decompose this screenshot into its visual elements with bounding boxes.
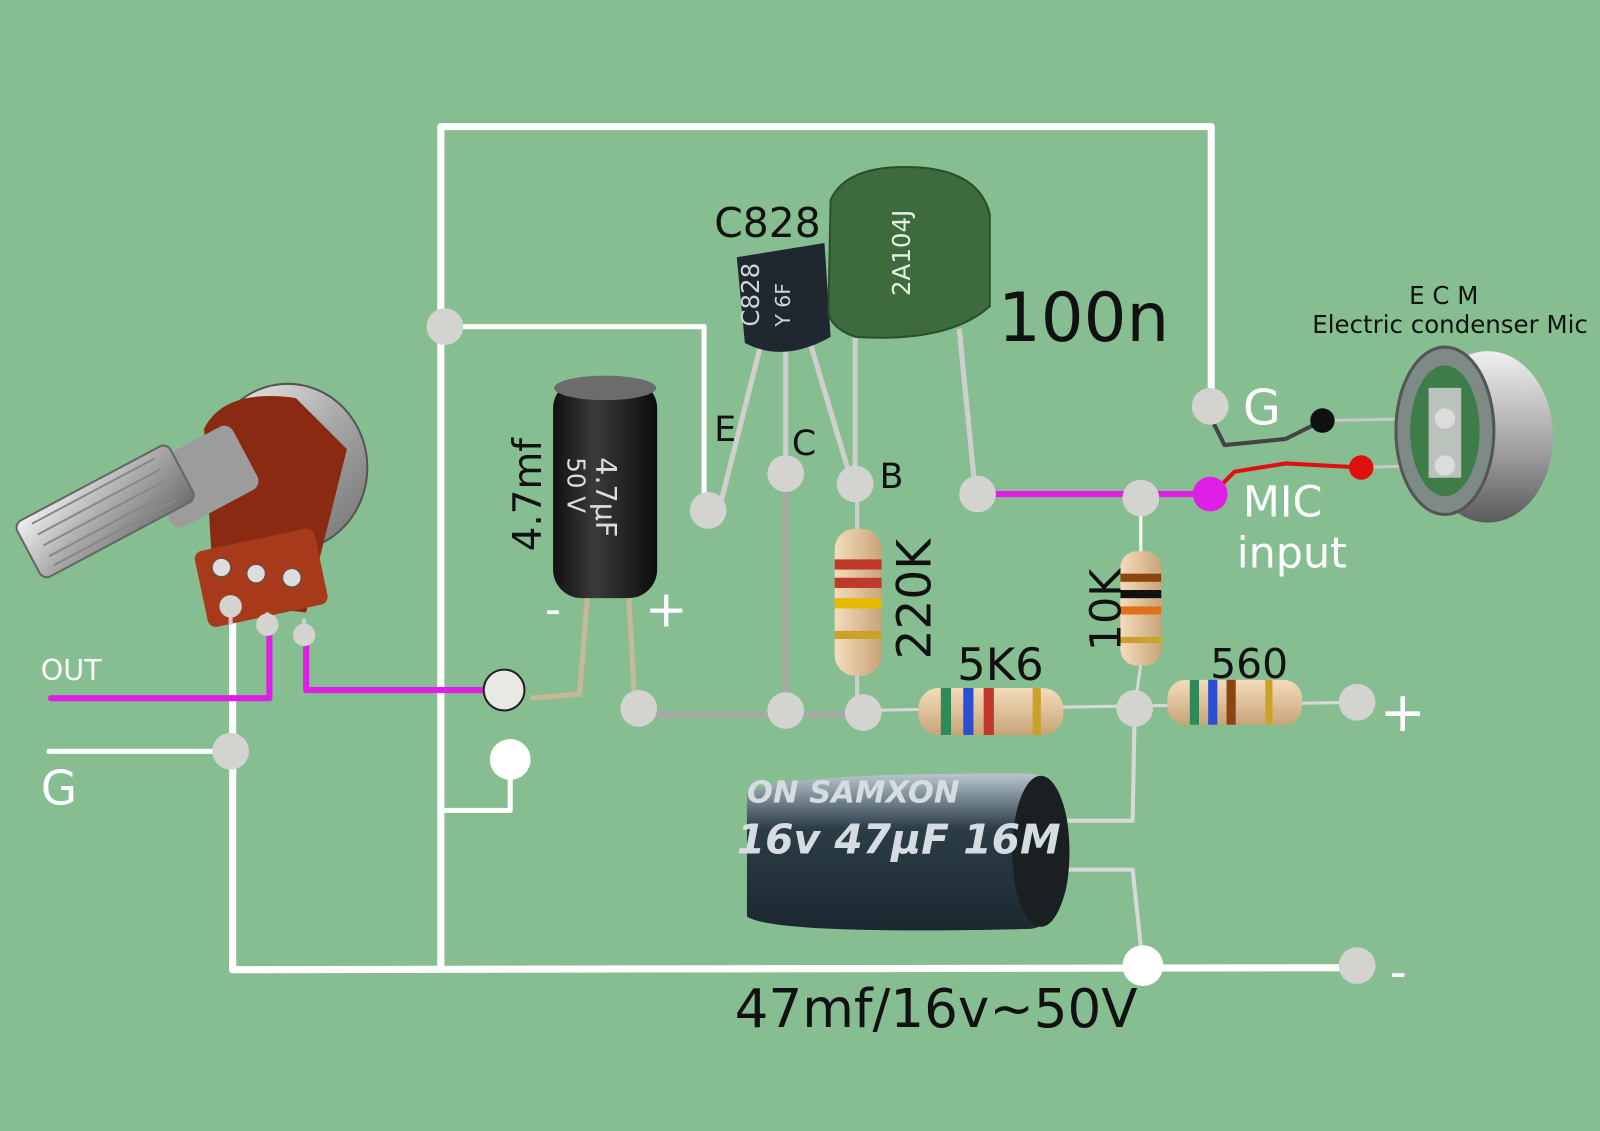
wire-emitter bbox=[442, 324, 707, 511]
junction-collector-low bbox=[767, 692, 805, 729]
film-cap-code: 2A104J bbox=[887, 210, 916, 296]
resistor-10k bbox=[1120, 551, 1162, 666]
label-small-cap-plus: + bbox=[645, 581, 688, 640]
junction-ground-stub bbox=[489, 739, 531, 780]
label-r5k6: 5K6 bbox=[957, 638, 1044, 691]
resistor-220k bbox=[834, 496, 882, 711]
label-r220k: 220K bbox=[888, 538, 943, 660]
label-transistor: C828 bbox=[714, 199, 820, 247]
label-ecm-desc: Electric condenser Mic bbox=[1312, 310, 1588, 339]
wire-mic-ground bbox=[1208, 414, 1325, 448]
big-cap-body-text-2: 16v 47µF 16M bbox=[737, 815, 1061, 863]
junction-emitter-top bbox=[426, 308, 464, 346]
label-mic-input-2: input bbox=[1237, 529, 1347, 579]
label-pin-e: E bbox=[714, 410, 736, 450]
wire-out-signal bbox=[47, 623, 273, 702]
junction-mic-neg-dot bbox=[1310, 408, 1335, 433]
junction-pot-ground bbox=[212, 732, 249, 770]
junction-base bbox=[836, 465, 874, 503]
potentiometer bbox=[15, 382, 369, 635]
label-mic-input-1: MIC bbox=[1243, 477, 1323, 527]
junction-mic-input bbox=[1192, 476, 1228, 512]
junction-cap-out bbox=[482, 668, 526, 712]
label-pin-b: B bbox=[880, 457, 904, 497]
label-ground-left: G bbox=[41, 761, 77, 816]
label-mic-g: G bbox=[1243, 380, 1281, 437]
resistor-560 bbox=[1167, 679, 1303, 725]
label-supply-minus: - bbox=[1390, 945, 1407, 1000]
junctions bbox=[212, 308, 1376, 987]
label-r560: 560 bbox=[1210, 640, 1288, 688]
wire-ground-rail bbox=[229, 964, 1361, 974]
junction-film-cap bbox=[959, 475, 996, 513]
label-ecm-title: E C M bbox=[1409, 281, 1478, 310]
junction-pot-pin-3 bbox=[292, 623, 316, 647]
label-pin-c: C bbox=[792, 424, 816, 464]
capacitor-47uf: ON SAMXON 16v 47µF 16M bbox=[737, 773, 1070, 931]
ecm-microphone bbox=[1394, 345, 1554, 523]
transistor-body-text-1: C828 bbox=[736, 263, 765, 327]
labels: C828 100n E C B 4.7mf - + 220K 5K6 10K 5… bbox=[41, 199, 1588, 1040]
junction-emitter bbox=[689, 492, 727, 529]
small-cap-body-text-1: 4.7µF bbox=[589, 457, 623, 537]
capacitor-4-7uf: 4.7µF 50 V bbox=[530, 375, 658, 701]
small-cap-body-text-2: 50 V bbox=[561, 457, 590, 513]
junction-10k-top bbox=[1122, 479, 1160, 517]
resistor-5k6 bbox=[918, 687, 1064, 735]
junction-cap-minus bbox=[620, 690, 658, 727]
label-film-cap-value: 100n bbox=[998, 278, 1169, 357]
junction-ground-right bbox=[1122, 945, 1164, 987]
junction-supply-minus bbox=[1338, 947, 1376, 985]
label-out: OUT bbox=[41, 653, 102, 687]
label-supply-plus: + bbox=[1380, 680, 1426, 744]
junction-pot-pin-1 bbox=[219, 595, 242, 618]
wire-bigcap-minus bbox=[1059, 867, 1145, 968]
junction-collector bbox=[767, 455, 805, 493]
junction-mic-pos-dot bbox=[1348, 455, 1374, 480]
junction-mic-ground bbox=[1191, 387, 1229, 425]
label-big-cap-value: 47mf/16v~50V bbox=[735, 978, 1138, 1040]
big-cap-body-text-1: ON SAMXON bbox=[747, 775, 960, 810]
junction-supply-plus bbox=[1338, 683, 1376, 721]
wire-wiper-signal bbox=[303, 633, 508, 694]
capacitor-100n: 2A104J bbox=[827, 165, 991, 495]
wire-top-loop bbox=[437, 123, 1215, 972]
junction-220k-low bbox=[844, 694, 882, 731]
junction-rail-mid bbox=[1116, 690, 1154, 727]
label-small-cap-value: 4.7mf bbox=[506, 437, 551, 551]
label-r10k: 10K bbox=[1081, 568, 1131, 652]
transistor-c828: C828 Y 6F bbox=[717, 242, 854, 505]
wire-bigcap-plus bbox=[1059, 706, 1137, 823]
junction-pot-pin-2 bbox=[256, 613, 279, 636]
wires bbox=[46, 123, 1431, 974]
transistor-body-text-2: Y 6F bbox=[771, 283, 795, 328]
wire-mic-positive bbox=[1210, 461, 1364, 497]
label-small-cap-minus: - bbox=[545, 583, 561, 636]
